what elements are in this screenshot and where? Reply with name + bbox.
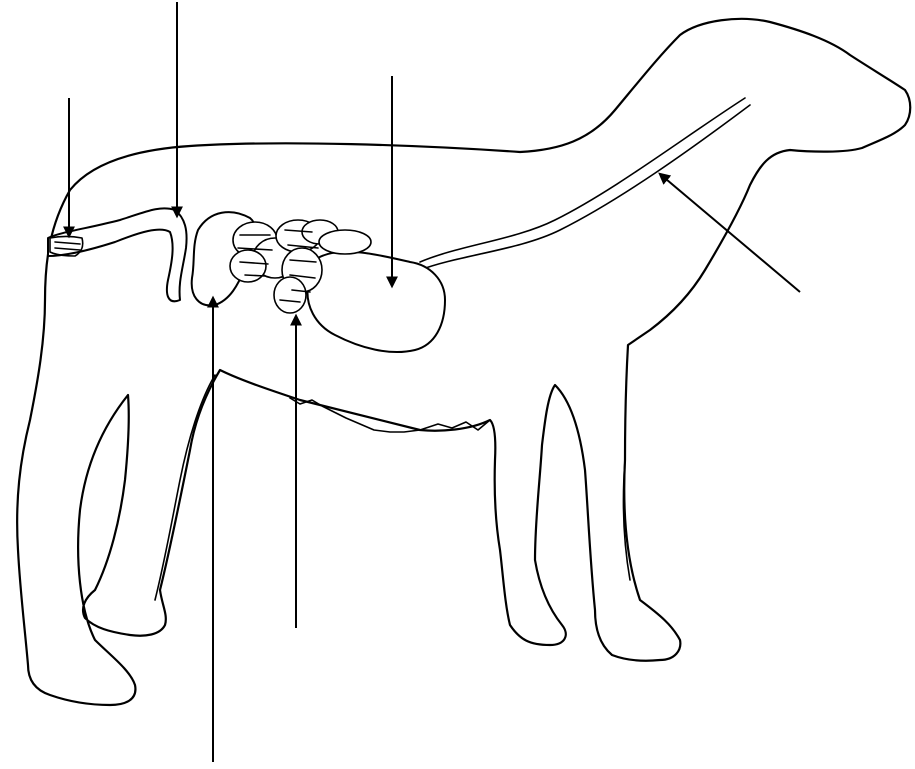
esophagus <box>420 105 750 270</box>
front-leg-contour <box>623 460 630 580</box>
pointer-esophagus <box>660 174 800 292</box>
esophagus-inner <box>420 98 745 262</box>
hind-leg-contour <box>155 375 215 600</box>
dog-body-outline <box>17 19 910 705</box>
stomach <box>307 252 445 352</box>
belly-fur <box>290 398 490 432</box>
